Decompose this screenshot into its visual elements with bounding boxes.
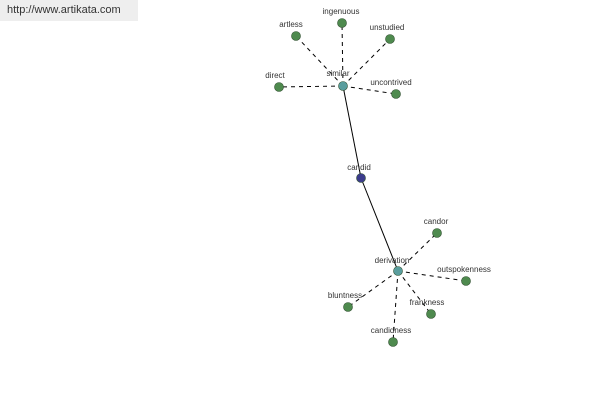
edge-similar-uncontrived [342, 85, 397, 95]
edge-candid-derivation [360, 177, 399, 272]
edge-similar-unstudied [342, 38, 391, 87]
leaf-node-direct[interactable] [274, 82, 284, 92]
hub-node-similar[interactable] [338, 81, 348, 91]
leaf-label-bluntness: bluntness [328, 291, 362, 300]
labels: artless ingenuous unstudied direct uncontriv… [265, 7, 491, 335]
leaf-node-ingenuous[interactable] [337, 18, 347, 28]
leaf-node-unstudied[interactable] [385, 34, 395, 44]
url-banner: http://www.artikata.com [0, 0, 138, 21]
leaf-node-outspokenness[interactable] [461, 276, 471, 286]
edge-derivation-candidness [392, 270, 399, 343]
edge-similar-artless [295, 35, 344, 87]
leaf-label-artless: artless [279, 20, 303, 29]
leaf-node-bluntness[interactable] [343, 302, 353, 312]
center-label-candid: candid [347, 163, 371, 172]
edge-similar-ingenuous [341, 22, 344, 87]
hub-label-similar: similar [326, 69, 349, 78]
leaf-label-candor: candor [424, 217, 449, 226]
edge-similar-direct [278, 85, 344, 88]
edge-candid-similar [342, 85, 362, 179]
leaf-node-artless[interactable] [291, 31, 301, 41]
hub-label-derivation: derivation [375, 256, 410, 265]
leaf-label-direct: direct [265, 71, 285, 80]
hub-node-derivation[interactable] [393, 266, 403, 276]
leaf-label-unstudied: unstudied [370, 23, 405, 32]
edge-derivation-candor [397, 232, 438, 272]
leaf-node-uncontrived[interactable] [391, 89, 401, 99]
leaf-label-uncontrived: uncontrived [370, 78, 411, 87]
leaf-label-candidness: candidness [371, 326, 411, 335]
leaf-label-frankness: frankness [410, 298, 445, 307]
center-node-candid[interactable] [356, 173, 366, 183]
leaf-node-frankness[interactable] [426, 309, 436, 319]
leaf-label-outspokenness: outspokenness [437, 265, 491, 274]
leaf-label-ingenuous: ingenuous [323, 7, 360, 16]
edge-derivation-outspokenness [397, 270, 467, 282]
edge-derivation-bluntness [347, 270, 399, 308]
leaf-node-candidness[interactable] [388, 337, 398, 347]
nodes [274, 18, 471, 347]
edges [278, 22, 467, 343]
edge-derivation-frankness [397, 270, 432, 315]
site-url-link[interactable]: http://www.artikata.com [7, 4, 121, 16]
leaf-node-candor[interactable] [432, 228, 442, 238]
